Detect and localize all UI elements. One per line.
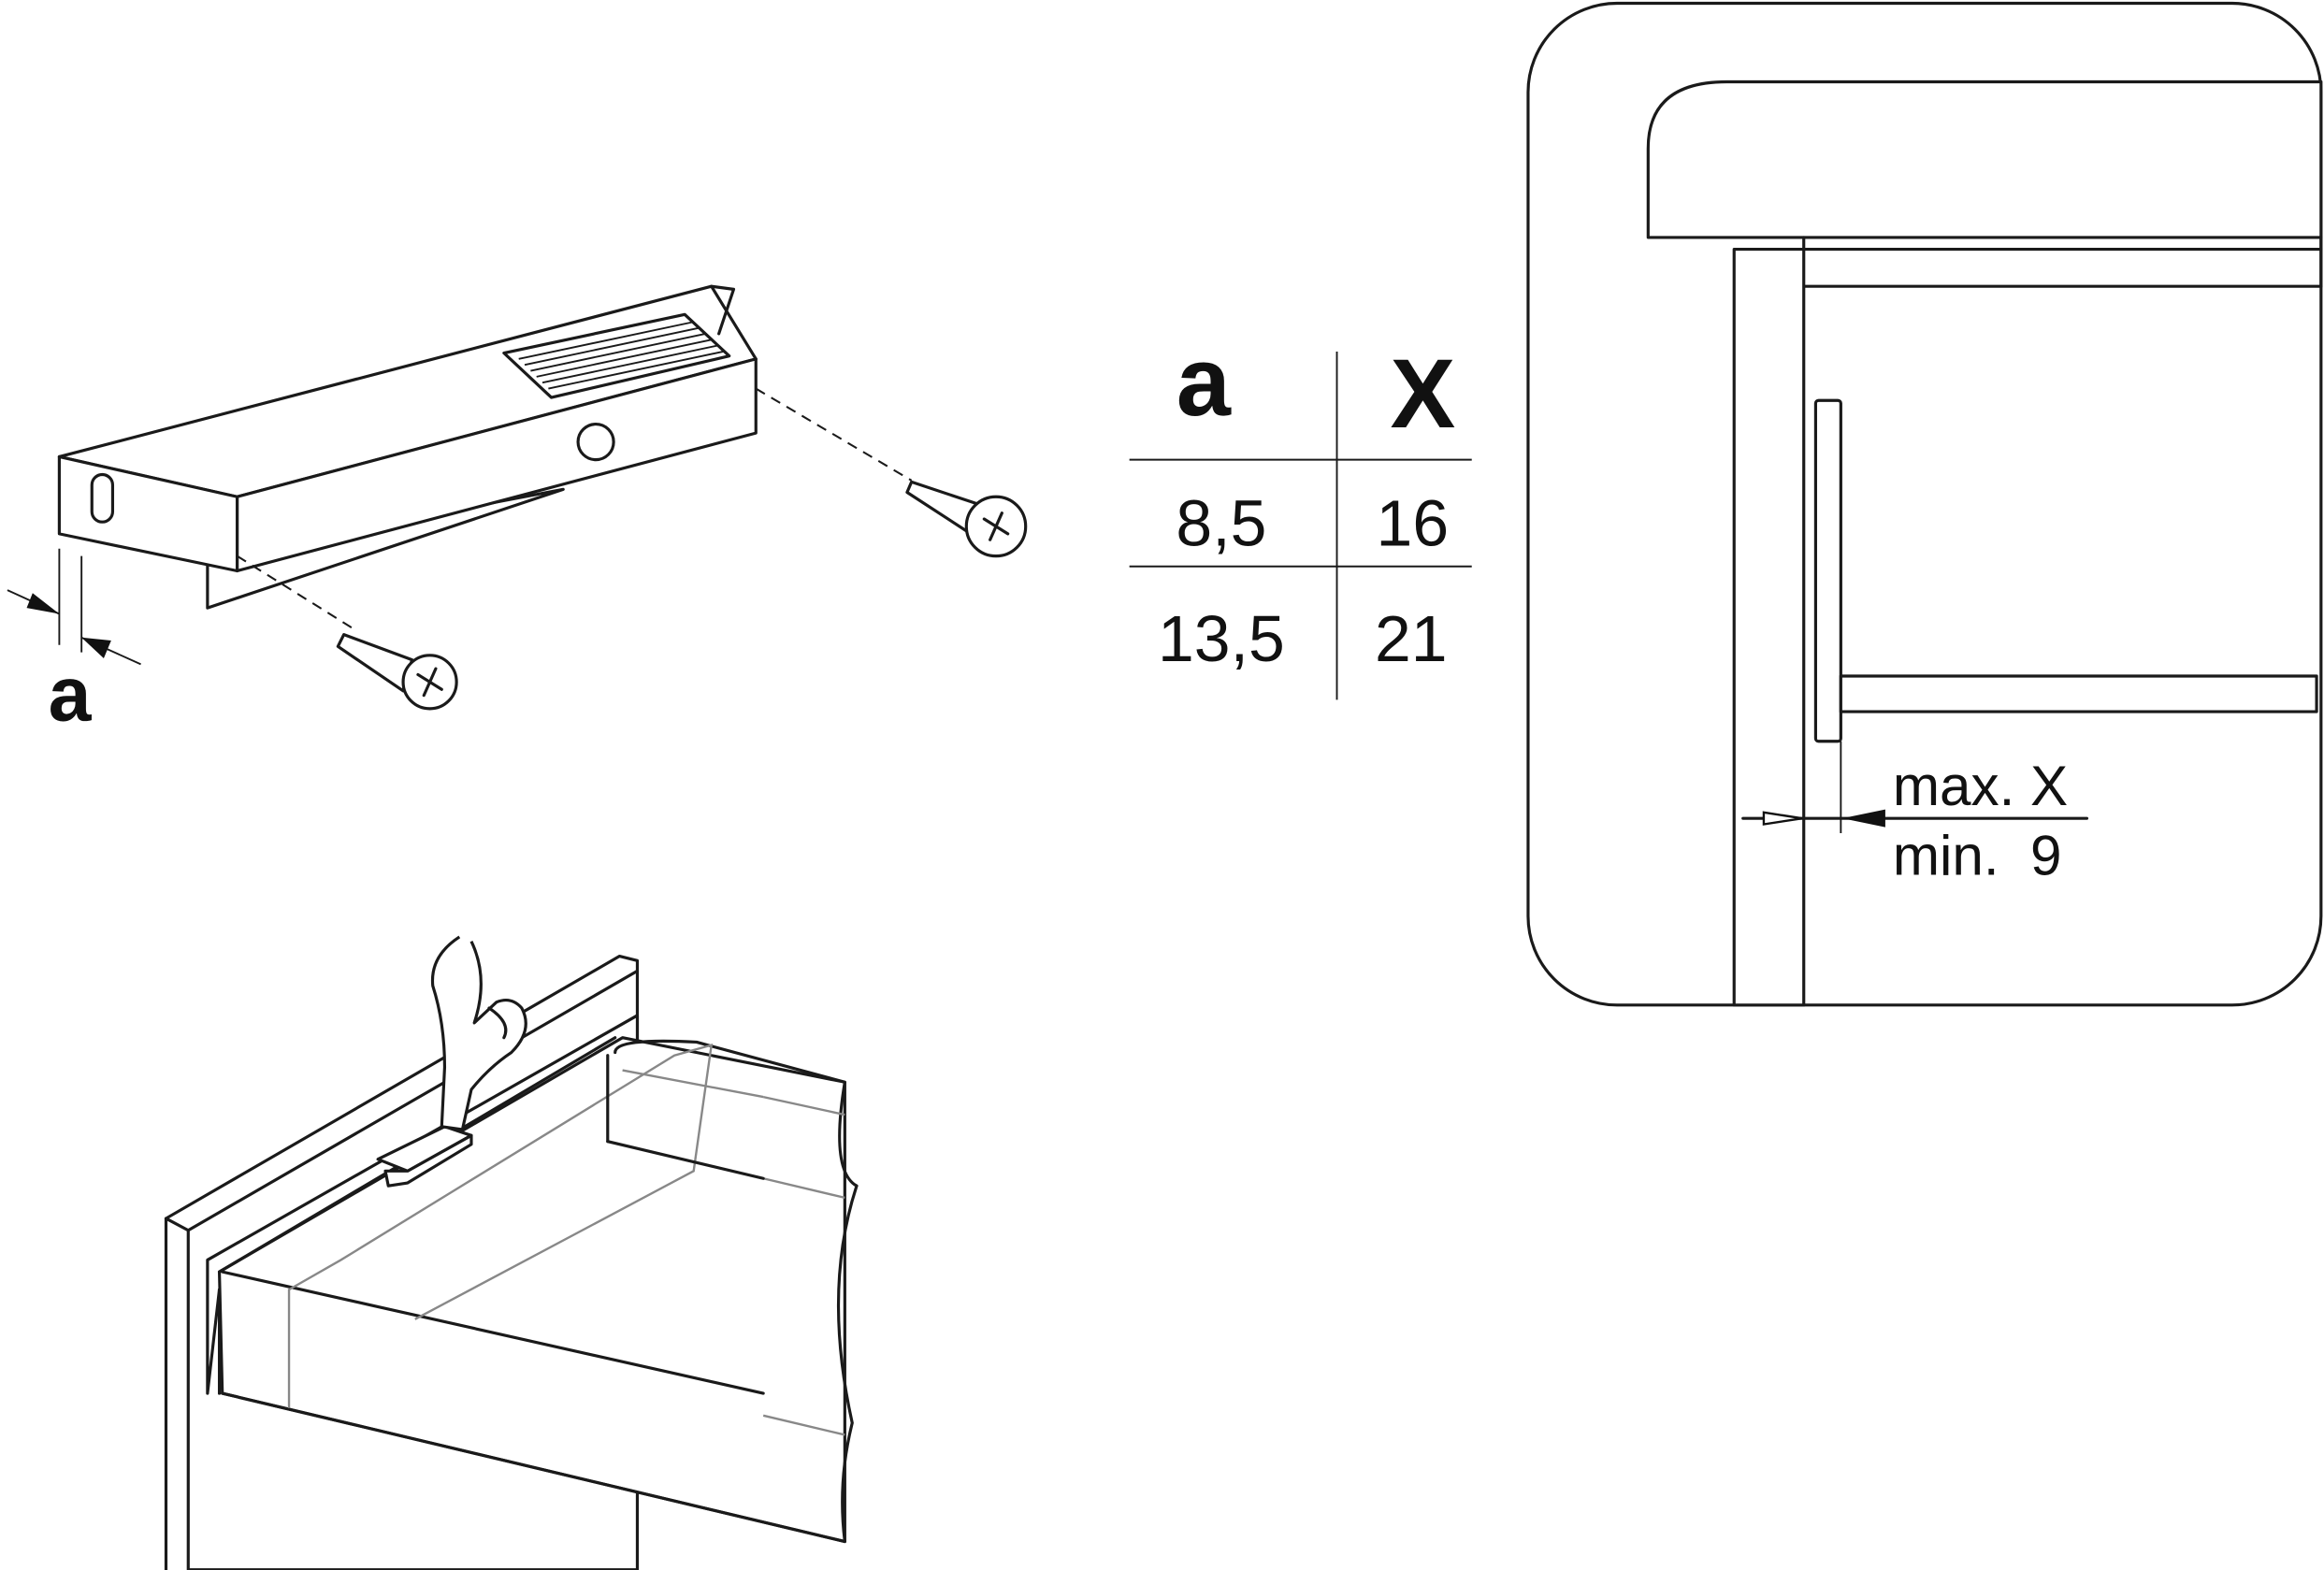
dimension-table: a X 8,5 16 13,5 21 <box>1129 327 1472 700</box>
max-x-label: max. X <box>1893 754 2068 817</box>
screw-icon <box>905 480 1028 558</box>
clip-illustration: a <box>7 284 1028 738</box>
dimension-x: max. X min. 9 <box>1741 754 2089 886</box>
screw-icon <box>336 633 458 711</box>
table-cell: 8,5 <box>1176 487 1266 560</box>
table-cell: 16 <box>1377 487 1450 560</box>
dimension-a-label: a <box>49 652 93 738</box>
min-label: min. 9 <box>1893 823 2062 886</box>
vent-grille <box>502 312 731 399</box>
hand-icon <box>430 935 527 1131</box>
table-cell: 13,5 <box>1158 602 1285 675</box>
drawer-illustration <box>164 935 859 1570</box>
table-cell: 21 <box>1375 602 1448 675</box>
table-header-x: X <box>1391 339 1456 449</box>
clip-on-drawer <box>376 1125 473 1188</box>
dimension-a: a <box>7 548 141 738</box>
release-button <box>576 423 615 462</box>
table-header-a: a <box>1176 327 1232 437</box>
section-view: max. X min. 9 <box>1526 1 2323 1007</box>
